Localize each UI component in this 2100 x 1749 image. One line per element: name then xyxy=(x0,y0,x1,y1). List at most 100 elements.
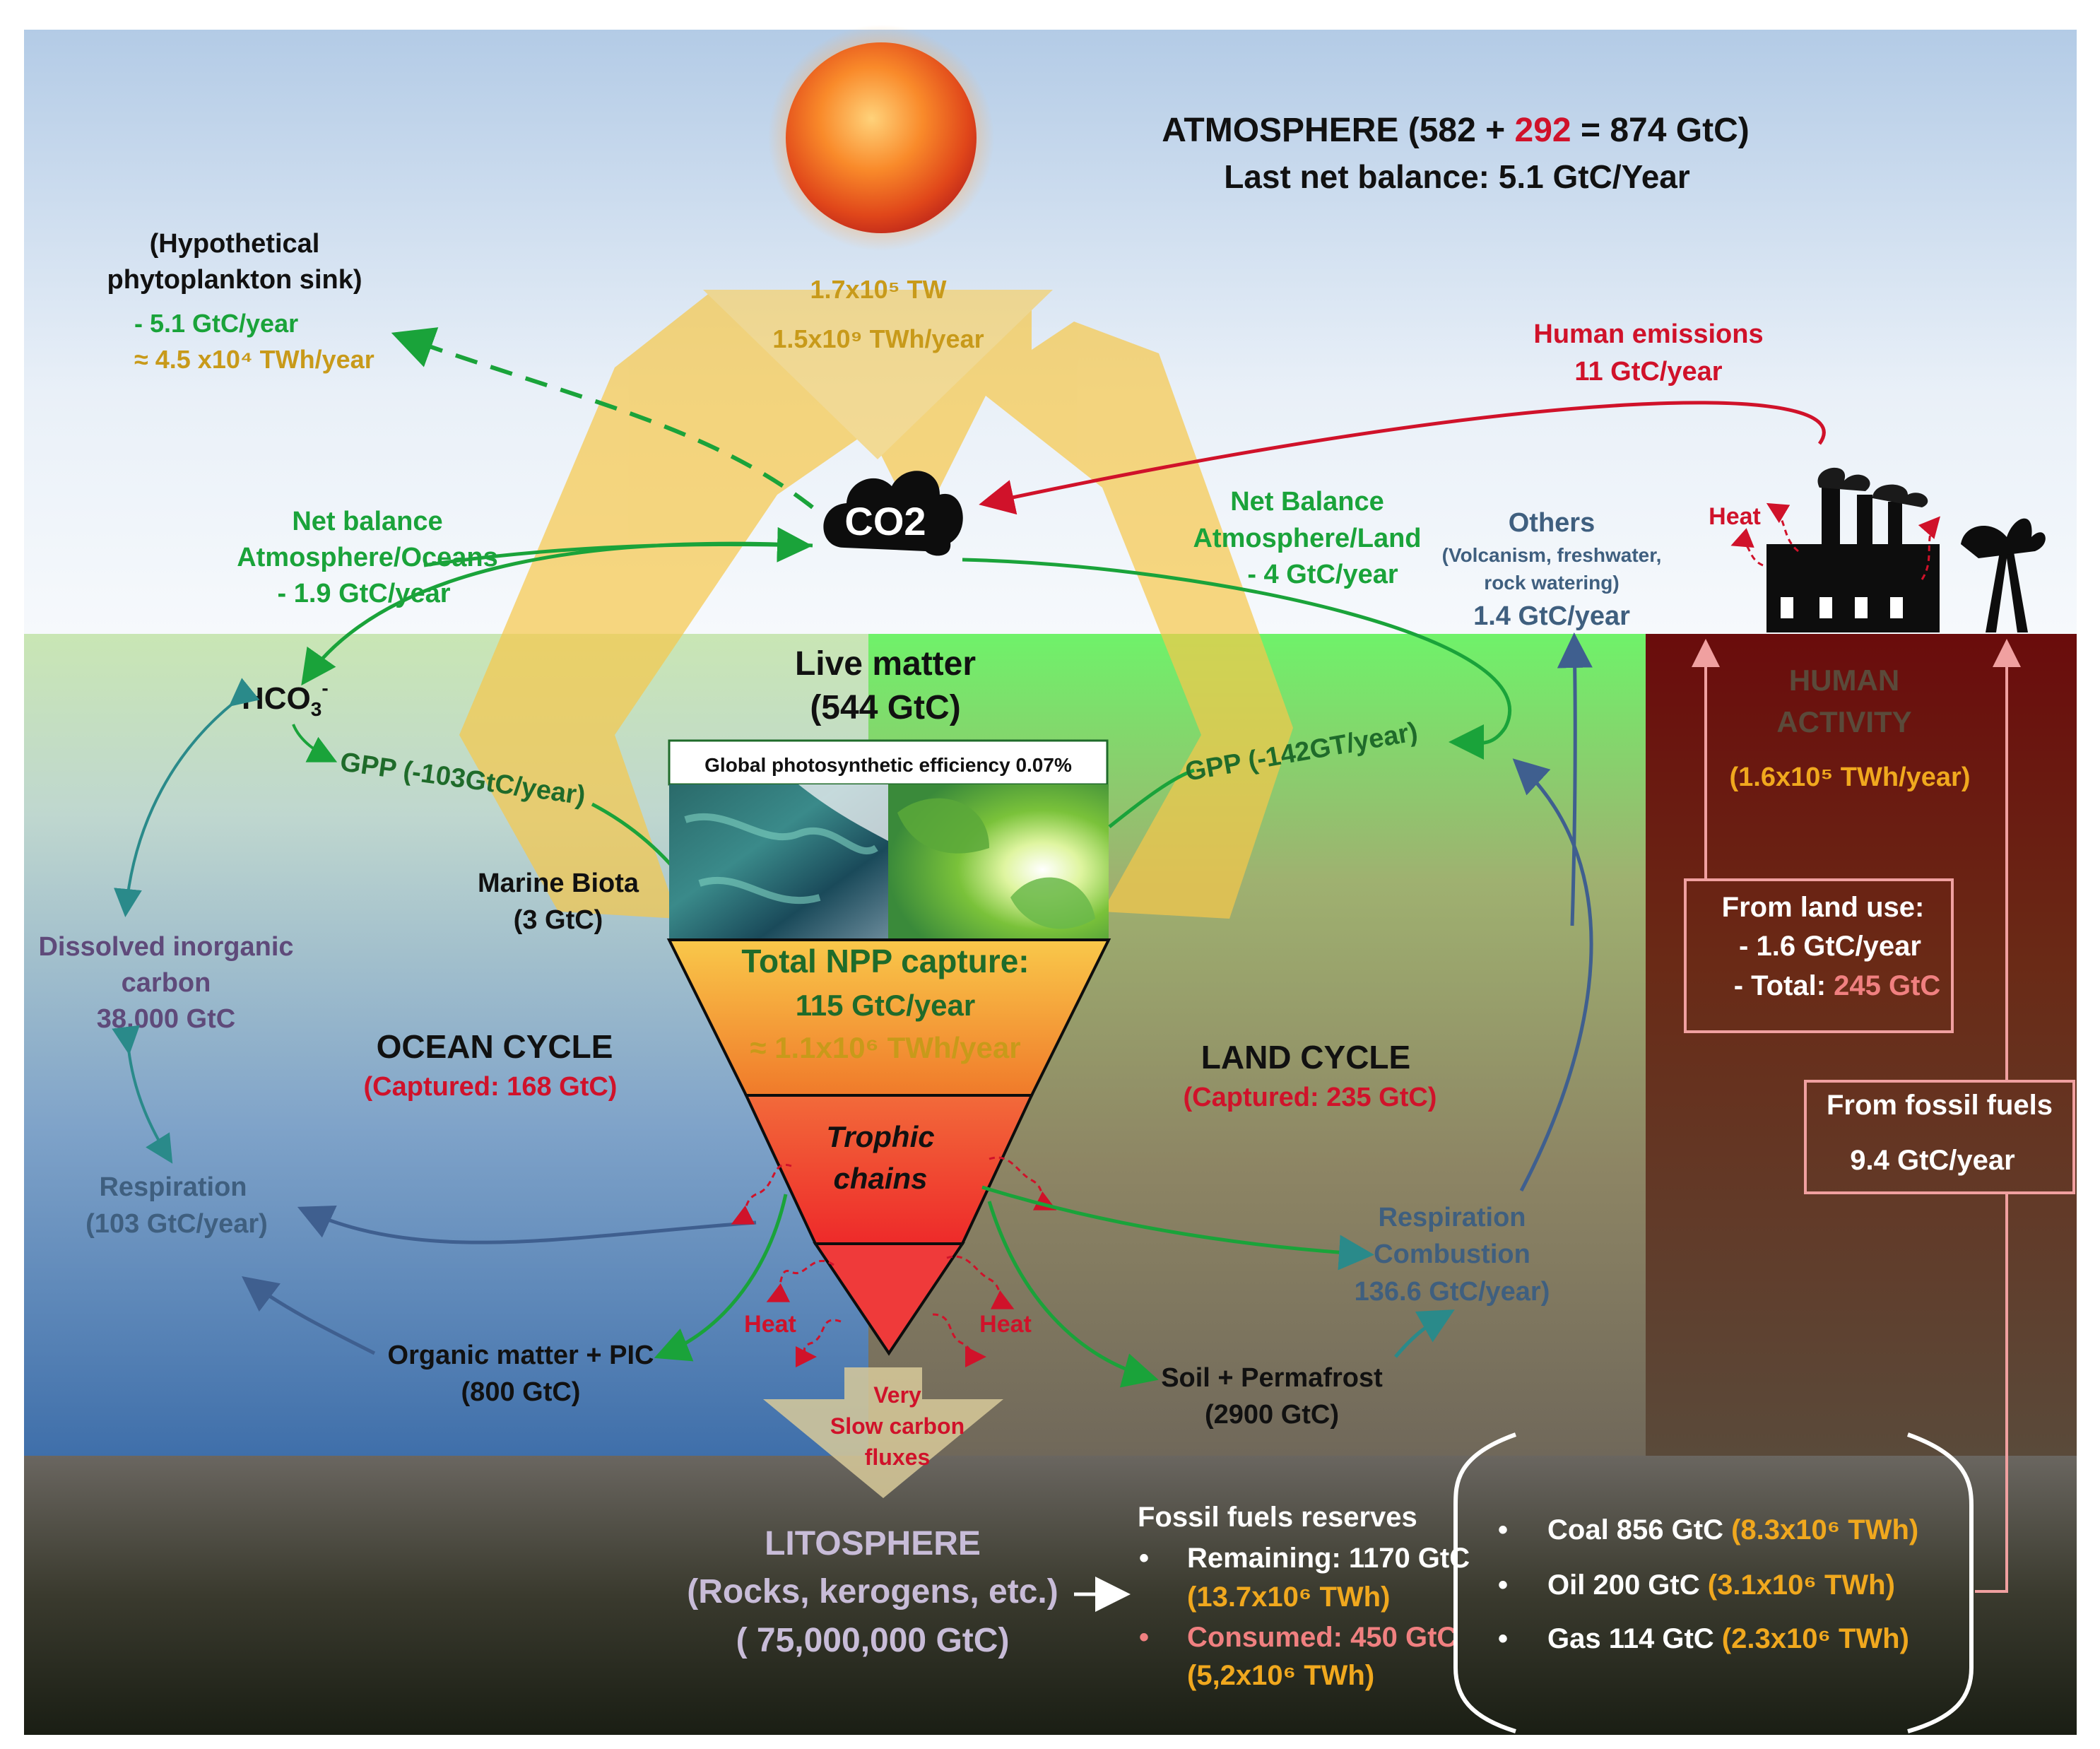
land-use-flux: - 1.6 GtC/year xyxy=(1739,931,1921,962)
lithosphere-region xyxy=(24,1456,2077,1735)
land-use-title: From land use: xyxy=(1722,892,1925,923)
human-emissions-label: Human emissions xyxy=(1533,319,1763,349)
slow-carbon-label-2: Slow carbon xyxy=(830,1413,965,1439)
ocean-cycle-captured: (Captured: 168 GtC) xyxy=(364,1072,618,1102)
atmosphere-title-red: 292 xyxy=(1515,112,1571,149)
factory-window-1 xyxy=(1781,597,1793,618)
organic-matter-label-2: (800 GtC) xyxy=(461,1377,581,1407)
ocean-cycle-title: OCEAN CYCLE xyxy=(377,1028,613,1065)
phytoplankton-flux: - 5.1 GtC/year xyxy=(134,309,298,338)
net-oceans-label-1: Net balance xyxy=(292,507,442,536)
npp-capture-title: Total NPP capture: xyxy=(741,943,1029,979)
heat-label-left: Heat xyxy=(744,1311,796,1338)
net-oceans-arrow-to-co2 xyxy=(423,526,813,567)
lithosphere-amount: ( 75,000,000 GtC) xyxy=(736,1622,1010,1659)
gas-amount: Gas 114 GtC xyxy=(1547,1623,1722,1654)
live-matter-amount: (544 GtC) xyxy=(810,689,960,726)
land-use-total-pre: - Total: xyxy=(1734,970,1834,1001)
reserves-remaining: Remaining: 1170 GtC xyxy=(1187,1543,1470,1574)
land-respiration-to-others-arrow xyxy=(1512,758,1593,1192)
trophic-chains-label-1: Trophic xyxy=(826,1120,934,1153)
net-land-arrow xyxy=(962,558,1512,760)
factory-heat-label: Heat xyxy=(1709,503,1761,530)
land-respiration-label-1: Respiration xyxy=(1378,1203,1526,1232)
lithosphere-subtitle: (Rocks, kerogens, etc.) xyxy=(687,1573,1058,1610)
hco3-subscript: 3 xyxy=(311,698,322,720)
ocean-gpp-arrow xyxy=(591,802,676,871)
land-gpp-arrow xyxy=(1108,768,1195,828)
coal-amount: Coal 856 GtC xyxy=(1547,1514,1731,1545)
land-cycle-captured: (Captured: 235 GtC) xyxy=(1184,1083,1437,1112)
oil-amount: Oil 200 GtC xyxy=(1547,1570,1708,1601)
fossil-to-human-connector xyxy=(1975,1193,2008,1593)
net-oceans-flux: - 1.9 GtC/year xyxy=(278,579,451,608)
npp-capture-energy: ≈ 1.1x10⁶ TWh/year xyxy=(750,1031,1020,1064)
co2-cloud: CO2 xyxy=(823,471,963,556)
human-emissions-flux: 11 GtC/year xyxy=(1574,357,1722,387)
fuel-bracket-right xyxy=(1907,1432,1974,1733)
factory-smoke-1 xyxy=(1817,467,1870,491)
ocean-respiration-arrow xyxy=(297,1205,757,1244)
sun xyxy=(768,25,994,251)
heat-wave-right-1 xyxy=(989,1156,1057,1211)
ocean-respiration-label-2: (103 GtC/year) xyxy=(85,1209,268,1239)
marine-biota-label-1: Marine Biota xyxy=(478,868,639,898)
gas-energy: (2.3x10⁶ TWh) xyxy=(1722,1623,1909,1654)
fuel-bracket-left xyxy=(1453,1432,1516,1733)
leaf-shape-2 xyxy=(1010,877,1095,929)
factory-smoke-2 xyxy=(1872,484,1928,507)
heat-label-right: Heat xyxy=(979,1311,1032,1338)
oil-reserve: Oil 200 GtC (3.1x10⁶ TWh) xyxy=(1547,1570,1895,1601)
sun-icon xyxy=(786,42,977,233)
solar-energy-flow xyxy=(459,290,1293,919)
factory-chimney-2 xyxy=(1857,495,1872,551)
reserves-remaining-bullet: • xyxy=(1139,1543,1149,1574)
factory-heat-wave-3 xyxy=(1918,516,1940,580)
heat-wave-left-2 xyxy=(766,1259,834,1302)
others-line-2: rock watering) xyxy=(1484,572,1619,594)
hco3-superscript: - xyxy=(322,677,328,699)
phytoplankton-dashed-arrow xyxy=(391,327,814,510)
soil-permafrost-label-2: (2900 GtC) xyxy=(1205,1400,1339,1430)
factory-heat-wave-2 xyxy=(1730,528,1764,567)
human-activity-title-1: HUMAN xyxy=(1789,664,1899,697)
trophic-to-land-respiration-arrow xyxy=(981,1185,1374,1271)
ocean-bloom-swirl xyxy=(684,813,878,905)
sun-power-label: 1.7x10⁵ TW xyxy=(810,275,947,304)
heat-wave-left-3 xyxy=(795,1319,842,1367)
oil-derrick xyxy=(1986,544,2028,632)
hco3-to-gpp-arrow xyxy=(292,724,338,762)
live-matter-title: Live matter xyxy=(795,645,976,683)
heat-wave-right-3 xyxy=(932,1313,986,1367)
co2-cloud-icon xyxy=(823,471,963,556)
soil-permafrost-label-1: Soil + Permafrost xyxy=(1161,1363,1383,1393)
fossil-fuels-flux: 9.4 GtC/year xyxy=(1850,1145,2015,1176)
fossil-fuels-box xyxy=(1804,1080,2075,1194)
gas-reserve: Gas 114 GtC (2.3x10⁶ TWh) xyxy=(1547,1623,1909,1654)
reserves-consumed-bullet: • xyxy=(1139,1622,1149,1653)
atmosphere-title-pre: ATMOSPHERE (582 + xyxy=(1162,112,1514,149)
net-land-flux: - 4 GtC/year xyxy=(1247,560,1398,589)
slow-carbon-label-1: Very xyxy=(873,1382,921,1408)
hco3-dic-arrow xyxy=(114,678,260,917)
coal-energy: (8.3x10⁶ TWh) xyxy=(1731,1514,1918,1545)
npp-capture-flux: 115 GtC/year xyxy=(796,989,976,1022)
atmosphere-title: ATMOSPHERE (582 + 292 = 874 GtC) xyxy=(1162,112,1749,149)
factory-building xyxy=(1766,544,1940,632)
human-activity-energy: (1.6x10⁵ TWh/year) xyxy=(1730,762,1971,792)
land-respiration-label-2: Combustion xyxy=(1374,1239,1530,1269)
phytoplankton-label-1: (Hypothetical xyxy=(150,229,320,259)
net-land-label-1: Net Balance xyxy=(1230,487,1384,517)
reserves-consumed: Consumed: 450 GtC xyxy=(1187,1622,1457,1653)
land-respiration-flux: 136.6 GtC/year) xyxy=(1355,1277,1550,1307)
ocean-respiration-label-1: Respiration xyxy=(99,1172,247,1202)
solar-energy-arrowhead xyxy=(703,290,1053,459)
photosynthetic-efficiency-box xyxy=(668,739,1109,786)
net-oceans-label-2: Atmosphere/Oceans xyxy=(237,543,498,572)
oil-splash xyxy=(1961,518,2046,558)
organic-matter-label-1: Organic matter + PIC xyxy=(388,1341,654,1370)
reserves-title: Fossil fuels reserves xyxy=(1138,1502,1417,1533)
slow-carbon-label-3: fluxes xyxy=(865,1444,930,1470)
trophic-to-organic-arrow xyxy=(654,1194,788,1362)
